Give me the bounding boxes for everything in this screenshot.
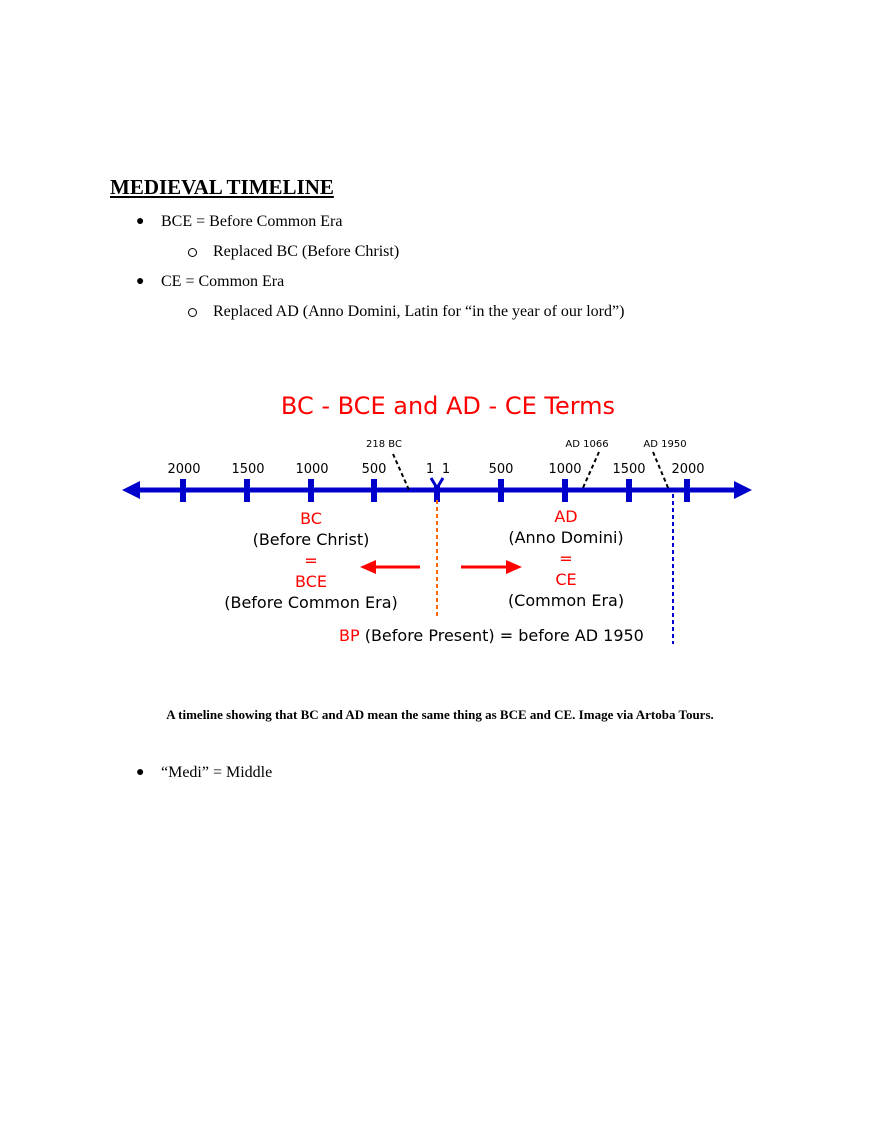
origin-v-icon (429, 477, 445, 491)
tick-label: 500 (362, 462, 387, 477)
bp-label: BP (Before Present) = before AD 1950 (339, 626, 644, 645)
ticks (180, 479, 690, 502)
list-item: Replaced AD (Anno Domini, Latin for “in … (213, 303, 625, 320)
hollow-bullet-icon (188, 248, 197, 257)
bullet-icon: ● (136, 274, 145, 289)
marker-1066-line (581, 451, 600, 491)
ce-full-label: (Common Era) (508, 591, 624, 610)
list-item: CE = Common Era (161, 273, 285, 290)
marker-218bc-line (392, 453, 410, 491)
arrow-right-red-icon (506, 560, 522, 574)
arrow-left-red-icon (360, 560, 376, 574)
marker-label: 218 BC (366, 439, 402, 450)
tick-label: 2000 (167, 462, 200, 477)
hollow-bullet-icon (188, 308, 197, 317)
timeline-figure: BC - BCE and AD - CE Terms 2000 1500 100… (122, 392, 752, 645)
bullet-icon: ● (136, 765, 145, 780)
tick-label: 1 (426, 462, 434, 477)
tick-label: 1 (442, 462, 450, 477)
tick-label: 500 (489, 462, 514, 477)
arrow-right-icon (734, 481, 752, 499)
bc-label: BC (300, 509, 322, 528)
equals-label: = (304, 551, 317, 570)
tick-label: 1500 (231, 462, 264, 477)
tick-label: 1500 (612, 462, 645, 477)
bc-full-label: (Before Christ) (253, 530, 370, 549)
list-item: BCE = Before Common Era (161, 213, 343, 230)
bce-label: BCE (295, 572, 327, 591)
ad-full-label: (Anno Domini) (508, 528, 623, 547)
list-item: Replaced BC (Before Christ) (213, 243, 400, 260)
list-item: “Medi” = Middle (161, 764, 273, 781)
marker-label: AD 1066 (565, 439, 608, 450)
equals-label: = (559, 549, 572, 568)
ce-label: CE (555, 570, 576, 589)
tick-label: 2000 (671, 462, 704, 477)
ad-label: AD (554, 507, 577, 526)
page-title: MEDIEVAL TIMELINE (110, 175, 334, 199)
marker-label: AD 1950 (643, 439, 686, 450)
tick-label: 1000 (295, 462, 328, 477)
bullet-icon: ● (136, 214, 145, 229)
figure-caption: A timeline showing that BC and AD mean t… (166, 707, 714, 722)
tick-label: 1000 (548, 462, 581, 477)
arrow-left-icon (122, 481, 140, 499)
marker-1950-line (652, 451, 670, 491)
figure-title: BC - BCE and AD - CE Terms (281, 392, 615, 420)
bce-full-label: (Before Common Era) (224, 593, 398, 612)
